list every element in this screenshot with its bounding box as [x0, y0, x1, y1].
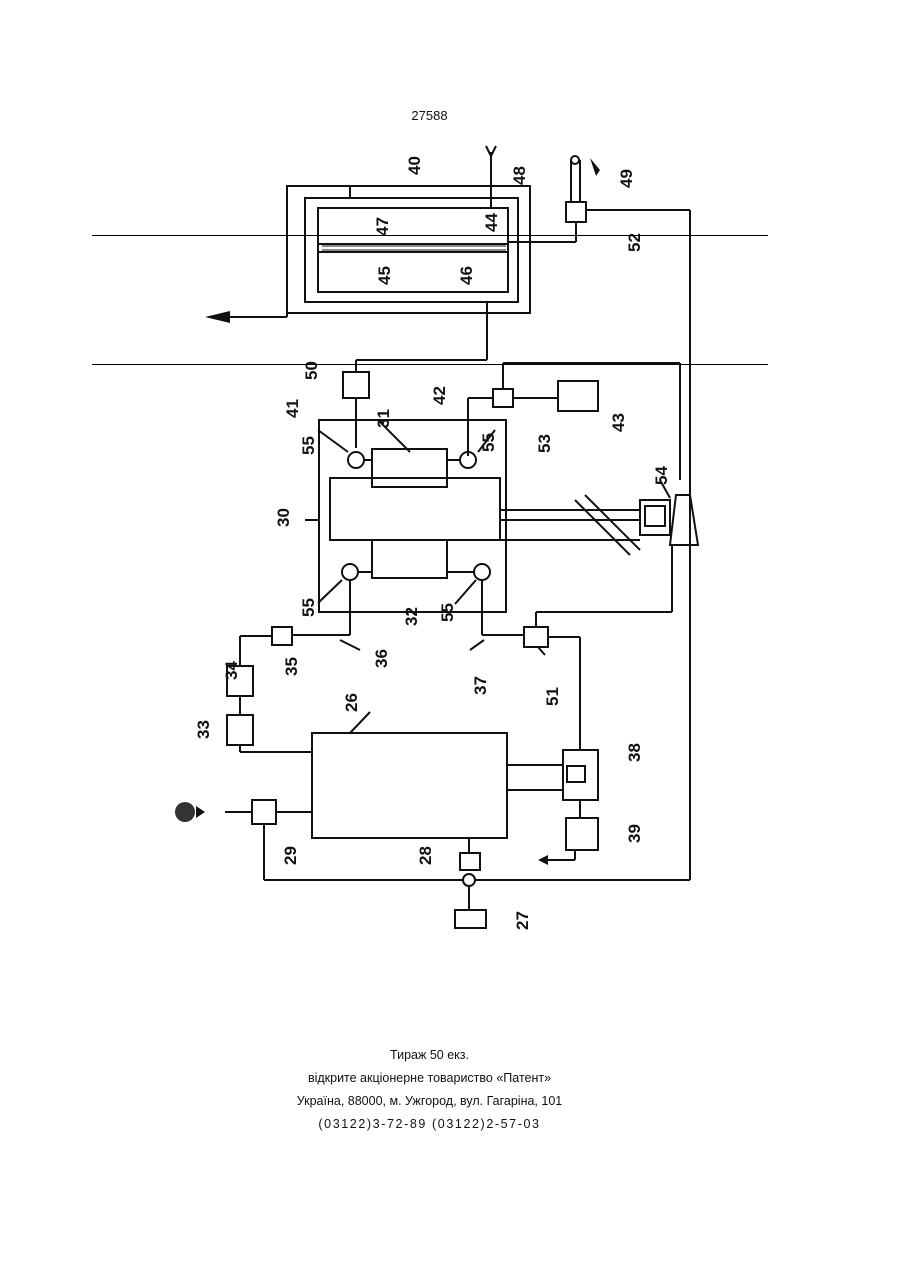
reference-number: 29 [281, 846, 300, 865]
address: Україна, 88000, м. Ужгород, вул. Гагарін… [0, 1090, 859, 1113]
scan-line-top [92, 235, 768, 236]
reference-number: 42 [430, 386, 449, 405]
imprint-footer: Тираж 50 екз. відкрите акціонерне товари… [0, 1044, 859, 1136]
reference-number: 55 [479, 433, 498, 452]
scan-line-bottom [92, 364, 768, 365]
block-29 [252, 800, 276, 824]
block-27 [455, 910, 486, 928]
block-43 [558, 381, 598, 411]
block-52 [566, 202, 586, 222]
reference-number: 26 [342, 693, 361, 712]
block-39 [566, 818, 598, 850]
block-50 [343, 372, 369, 398]
block-51 [524, 627, 548, 647]
block-35 [272, 627, 292, 645]
reference-number: 41 [283, 399, 302, 418]
reference-number: 38 [625, 743, 644, 762]
block-26 [312, 733, 507, 838]
reference-number: 51 [543, 687, 562, 706]
publisher: відкрите акціонерне товариство «Патент» [0, 1067, 859, 1090]
reference-number: 35 [282, 657, 301, 676]
block-28 [460, 853, 480, 870]
block-32 [372, 540, 447, 578]
reference-number: 47 [373, 217, 392, 236]
reference-number: 27 [513, 911, 532, 930]
reference-number: 33 [194, 720, 213, 739]
reference-number: 54 [652, 466, 671, 485]
reference-number: 40 [405, 156, 424, 175]
reference-number: 55 [438, 603, 457, 622]
reference-number: 49 [617, 169, 636, 188]
reference-number: 39 [625, 824, 644, 843]
block-33 [227, 715, 253, 745]
phone-numbers: (03122)3-72-89 (03122)2-57-03 [0, 1113, 859, 1136]
reference-number: 32 [402, 607, 421, 626]
block-53 [493, 389, 513, 407]
reference-number: 36 [372, 649, 391, 668]
block-38 [563, 750, 598, 800]
reference-number: 55 [299, 598, 318, 617]
reference-number: 55 [299, 436, 318, 455]
block-31 [372, 449, 447, 487]
print-run: Тираж 50 екз. [0, 1044, 859, 1067]
reference-number: 34 [222, 661, 241, 680]
reference-number: 30 [274, 508, 293, 527]
reference-number: 28 [416, 846, 435, 865]
reference-number: 53 [535, 434, 554, 453]
reference-number: 46 [457, 266, 476, 285]
reference-number: 37 [471, 676, 490, 695]
reference-number: 31 [374, 409, 393, 428]
reference-number: 43 [609, 413, 628, 432]
reference-number: 45 [375, 266, 394, 285]
reference-number: 44 [482, 213, 501, 232]
reference-number: 48 [510, 166, 529, 185]
